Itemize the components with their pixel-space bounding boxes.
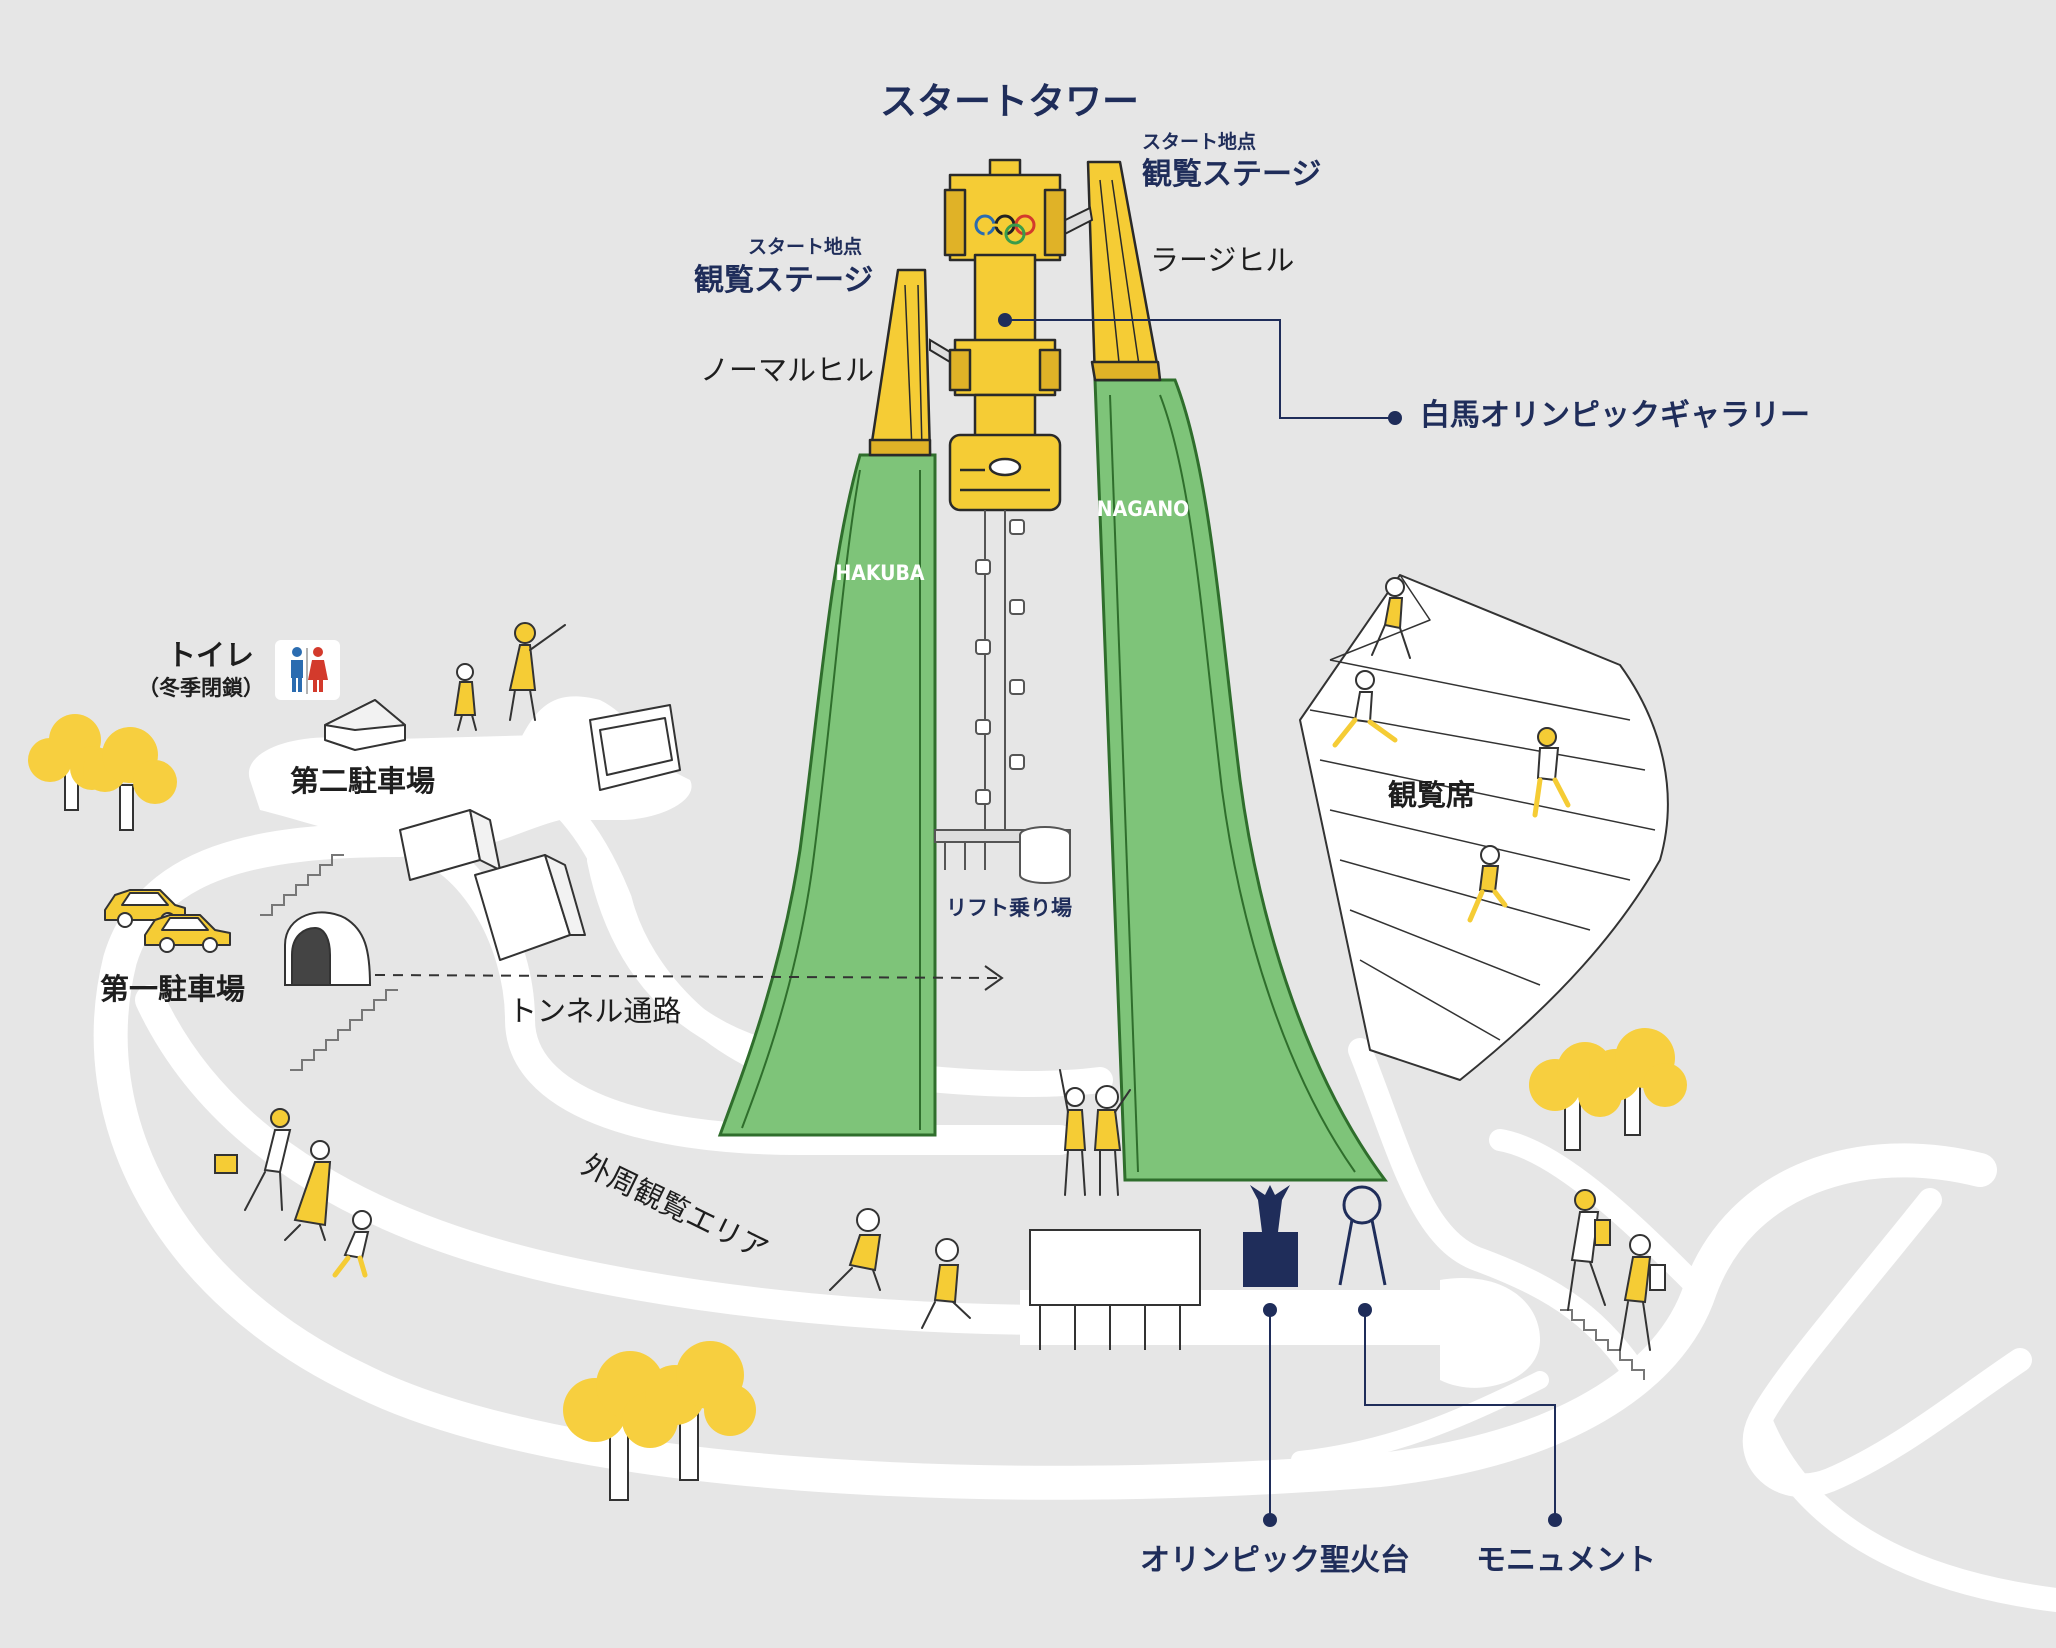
leader-lines: [1005, 319, 1556, 1520]
large-hill-label: ラージヒル: [1150, 243, 1295, 277]
person-icon: [214, 577, 1666, 1351]
start-tower: [943, 158, 1067, 512]
toilet-note-label: （冬季閉鎖）: [138, 676, 264, 700]
olympic-rings-icon: [974, 214, 1036, 245]
gallery-label: 白馬オリンピックギャラリー: [1420, 398, 1810, 433]
normal-hill-inrun: [868, 268, 932, 457]
tree-icon: [563, 1341, 756, 1501]
buildings: [399, 809, 586, 961]
lift-label: リフト乗り場: [946, 896, 1072, 920]
billboard: [1029, 1229, 1201, 1350]
tunnel-icon: [284, 911, 372, 986]
house-icon: [324, 699, 406, 751]
seating-stand: [1299, 574, 1669, 1081]
toilet-label: トイレ: [167, 638, 255, 672]
tree-icon: [1529, 1028, 1687, 1151]
start-point-right-label: スタート地点: [1142, 131, 1257, 153]
tunnel-arrow-icon: [984, 965, 1004, 991]
start-tower-label: スタートタワー: [880, 80, 1139, 123]
taxi-icon: [104, 889, 186, 928]
walking-paths: [93, 748, 2056, 1612]
normal-hill-label: ノーマルヒル: [700, 353, 875, 387]
parking-2-label: 第二駐車場: [290, 764, 436, 798]
tree-icon: [28, 714, 177, 831]
nagano-label: NAGANO: [1097, 497, 1189, 521]
leader-dots: [998, 313, 1562, 1527]
lift: [934, 510, 1071, 884]
cauldron-icon: [1243, 1185, 1298, 1287]
normal-hill: [717, 453, 937, 1137]
large-hill-inrun: [1086, 160, 1162, 382]
viewing-stage-left-label: 観覧ステージ: [694, 263, 874, 298]
stairs: [260, 854, 1645, 1380]
tunnel-label: トンネル通路: [508, 994, 682, 1028]
seats-label: 観覧席: [1388, 778, 1476, 812]
monument-label: モニュメント: [1476, 1543, 1656, 1578]
cauldron-label: オリンピック聖火台: [1140, 1543, 1410, 1578]
toilet-icon: [275, 640, 340, 700]
hakuba-label: HAKUBA: [835, 561, 924, 585]
taxi-icon: [144, 914, 231, 953]
start-point-left-label: スタート地点: [748, 236, 863, 258]
tunnel-route: [374, 974, 1001, 979]
monument-icon: [1338, 1185, 1387, 1286]
parking-1-label: 第一駐車場: [100, 972, 246, 1006]
signboard-icon: [589, 704, 681, 791]
viewing-stage-right-label: 観覧ステージ: [1142, 157, 1322, 192]
large-hill: [1093, 378, 1388, 1182]
